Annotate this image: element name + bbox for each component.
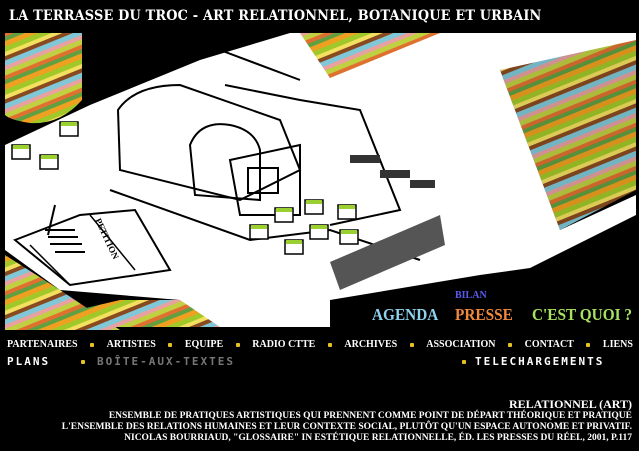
- cest-quoi-link[interactable]: C'EST QUOI ?: [532, 305, 633, 324]
- nav-association[interactable]: ASSOCIATION: [426, 339, 496, 350]
- bullet-icon: [90, 342, 95, 347]
- terrace-platform: [5, 33, 636, 327]
- nav-partenaires[interactable]: PARTENAIRES: [7, 339, 78, 350]
- bullet-icon: [168, 342, 173, 347]
- agenda-link[interactable]: AGENDA: [372, 305, 439, 324]
- main-nav: PARTENAIRES ARTISTES EQUIPE RADIO CTTE A…: [7, 339, 633, 350]
- quote-source: NICOLAS BOURRIAUD, "GLOSSAIRE" IN ESTÉTI…: [124, 433, 632, 443]
- bullet-icon: [409, 342, 414, 347]
- terrace-illustration: PETITION: [5, 33, 636, 330]
- nav-liens[interactable]: LIENS: [602, 339, 633, 350]
- nav-radio-ctte[interactable]: RADIO CTTE: [252, 339, 316, 350]
- quote-line: ENSEMBLE DE PRATIQUES ARTISTIQUES QUI PR…: [108, 411, 632, 421]
- definition-quote: RELATIONNEL (ART) ENSEMBLE DE PRATIQUES …: [62, 398, 632, 444]
- nav-equipe[interactable]: EQUIPE: [184, 339, 224, 350]
- tables: [350, 155, 435, 188]
- nav-archives[interactable]: ARCHIVES: [344, 339, 398, 350]
- greenhouse-arch: [116, 83, 302, 202]
- bullet-icon: [81, 360, 85, 364]
- bullet-icon: [508, 342, 513, 347]
- bullet-icon: [235, 342, 240, 347]
- site-title: LA TERRASSE DU TROC - ART RELATIONNEL, B…: [9, 8, 542, 24]
- quote-line: L'ENSEMBLE DES RELATIONS HUMAINES ET LEU…: [61, 422, 632, 432]
- bullet-icon: [586, 342, 591, 347]
- nav-artistes[interactable]: ARTISTES: [106, 339, 156, 350]
- quote-heading: RELATIONNEL (ART): [508, 397, 632, 411]
- nav-boite-aux-textes[interactable]: BOÎTE-AUX-TEXTES: [97, 355, 235, 368]
- nav-telechargements[interactable]: TELECHARGEMENTS: [475, 355, 605, 368]
- nav-plans[interactable]: PLANS: [7, 355, 51, 368]
- presse-link[interactable]: PRESSE: [455, 305, 513, 324]
- nav-contact[interactable]: CONTACT: [524, 339, 574, 350]
- petition-book: PETITION: [13, 204, 172, 287]
- bullet-icon: [327, 342, 332, 347]
- bullet-icon: [462, 360, 466, 364]
- bilan-link[interactable]: BILAN: [455, 290, 487, 301]
- dark-bench: [330, 215, 445, 290]
